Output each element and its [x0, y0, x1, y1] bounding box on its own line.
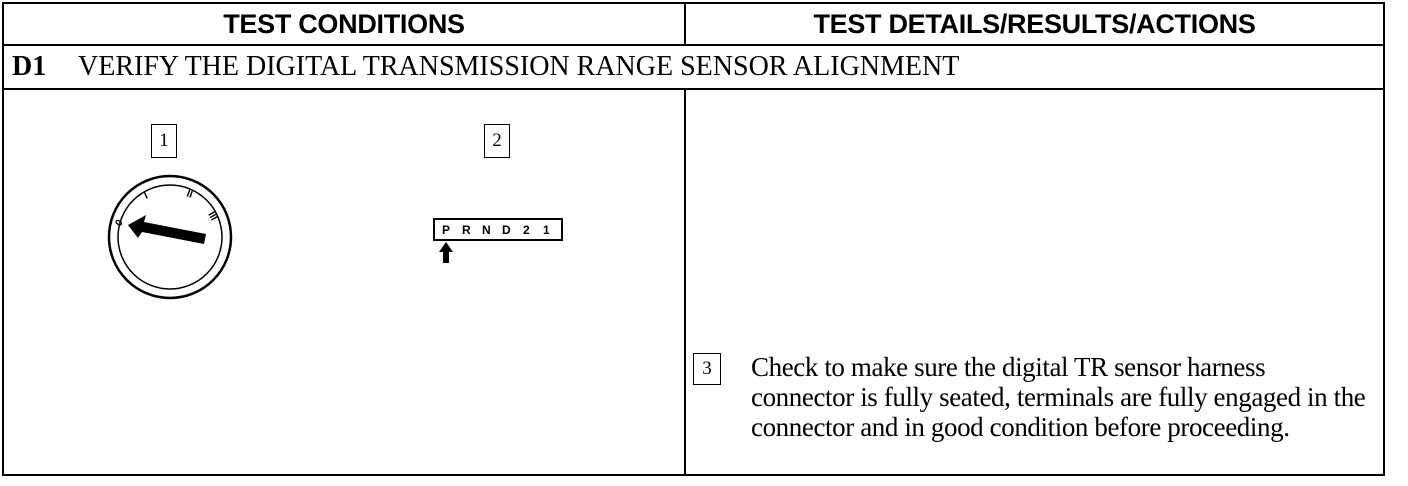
dial-mark-2: II [185, 188, 194, 200]
selector-r: R [462, 223, 471, 237]
figure-2-number: 2 [484, 124, 510, 158]
selector-d: D [502, 223, 511, 237]
test-table: TEST CONDITIONS TEST DETAILS/RESULTS/ACT… [2, 2, 1385, 476]
selector-1: 1 [543, 223, 550, 237]
header-divider [684, 4, 686, 44]
selector-pointer-arrow [439, 242, 453, 263]
step-id: D1 [12, 51, 47, 82]
step-rule [4, 88, 1383, 90]
dial-mark-1: I [143, 190, 150, 201]
header-rule [4, 44, 1383, 46]
selector-n: N [482, 223, 491, 237]
step-title-row: D1 VERIFY THE DIGITAL TRANSMISSION RANGE… [12, 46, 959, 88]
ignition-switch-icon: 0 I II III [107, 174, 233, 300]
selector-2: 2 [523, 223, 530, 237]
instruction-text: Check to make sure the digital TR sensor… [751, 352, 1366, 442]
gear-selector-indicator: P R N D 2 1 [433, 218, 563, 263]
step-title: VERIFY THE DIGITAL TRANSMISSION RANGE SE… [78, 51, 960, 82]
dial-mark-0: 0 [113, 217, 125, 228]
selector-p: P [442, 223, 450, 237]
column-divider [684, 90, 686, 474]
test-conditions-header: TEST CONDITIONS [223, 8, 465, 39]
test-details-header: TEST DETAILS/RESULTS/ACTIONS [813, 8, 1256, 39]
dial-pointer-arrow [128, 215, 206, 244]
item-3-number: 3 [693, 353, 721, 385]
figure-1-number: 1 [151, 124, 177, 158]
